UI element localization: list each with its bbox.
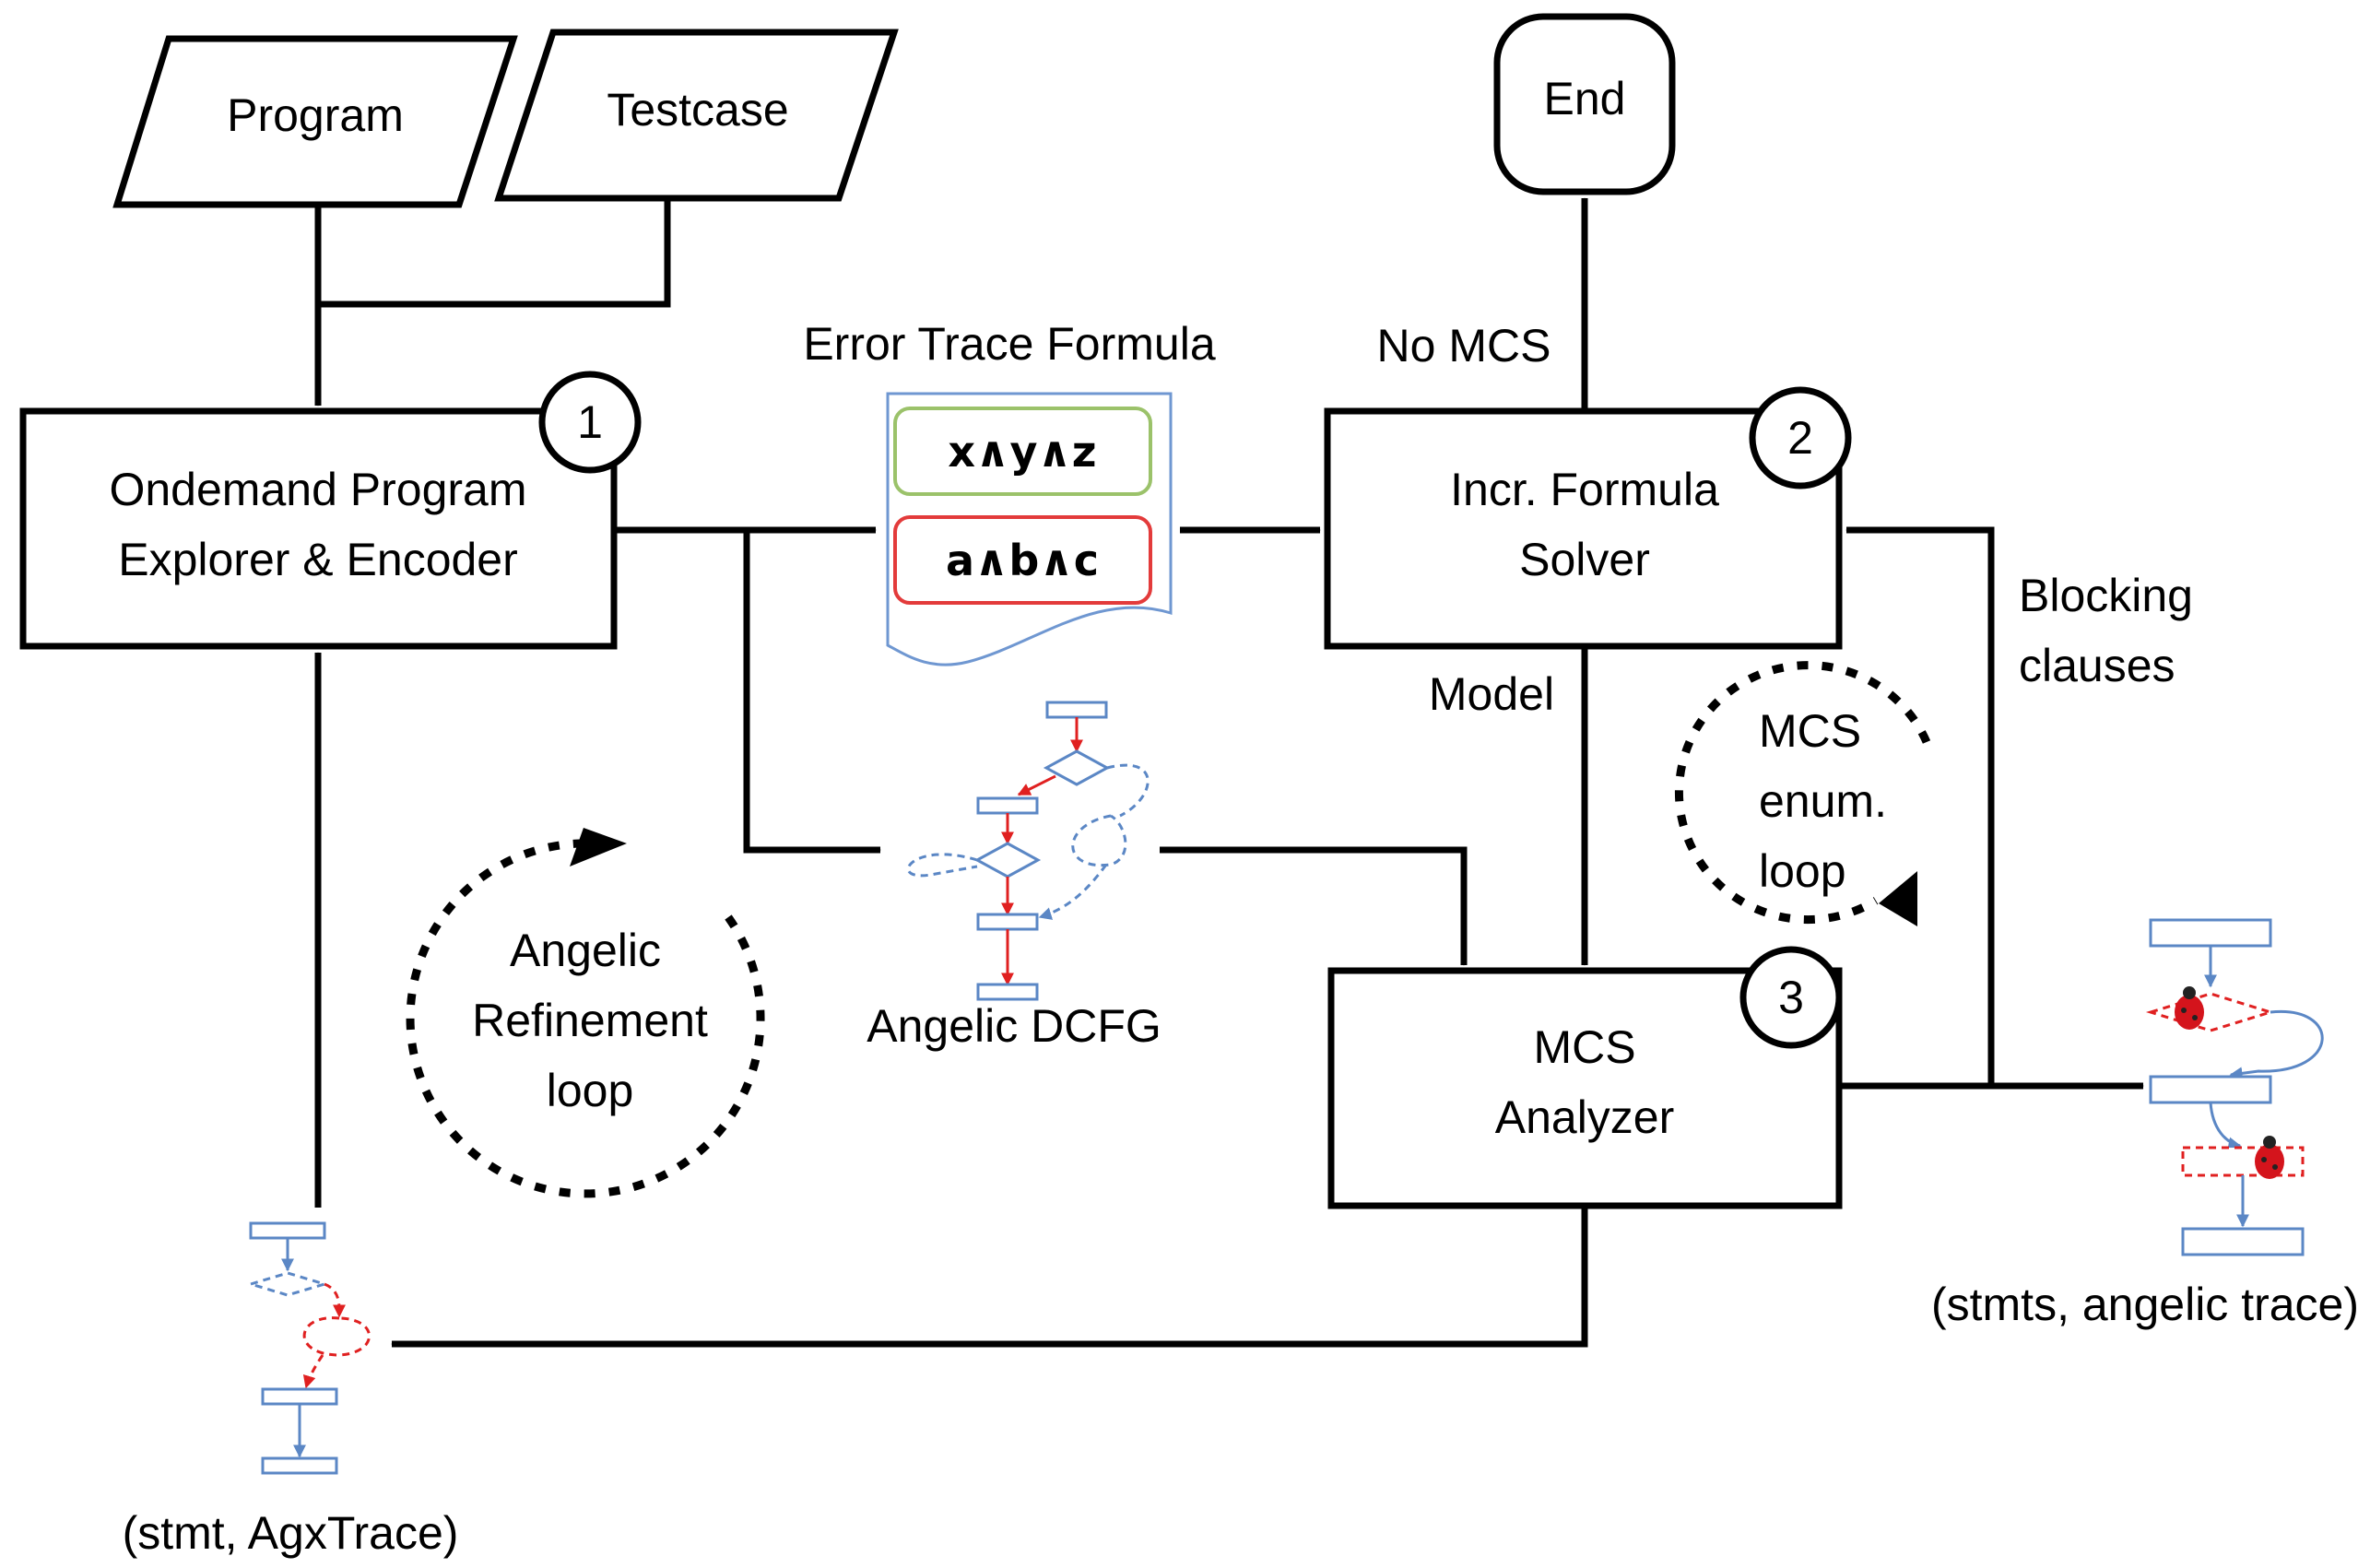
bug-icon	[2255, 1136, 2284, 1179]
step-3-badge	[1739, 946, 1843, 1049]
solver-title-2: Solver	[1519, 534, 1650, 585]
step-2-number: 2	[1787, 412, 1813, 464]
svg-text:a∧b∧c: a∧b∧c	[946, 536, 1099, 585]
stmt-agx-label: (stmt, AgxTrace)	[123, 1507, 459, 1559]
mcs-loop-line-1: MCS	[1759, 705, 1861, 757]
testcase-input: Testcase	[494, 29, 899, 202]
analyzer-feedback-arrow	[391, 1206, 1588, 1348]
bug-icon	[2175, 986, 2204, 1030]
explorer-box: Ondemand Program Explorer & Encoder 1	[19, 371, 642, 650]
mcs-enum-loop: MCS enum. loop	[1674, 661, 1931, 926]
blocking-label-2: clauses	[2019, 640, 2175, 691]
stmts-trace-label: (stmts, angelic trace)	[1931, 1279, 2359, 1330]
angelic-loop-line-3: loop	[547, 1065, 634, 1116]
testcase-label: Testcase	[607, 84, 788, 136]
input-connector	[314, 198, 671, 407]
program-label: Program	[227, 89, 404, 141]
step-2-badge	[1749, 386, 1852, 489]
analyzer-outputs	[1839, 526, 2144, 1090]
end-terminal: End	[1493, 13, 1676, 195]
program-input: Program	[112, 35, 518, 208]
formula-clause-1	[893, 407, 1152, 496]
explorer-outputs	[614, 526, 881, 854]
solver-box: Incr. Formula Solver 2	[1324, 386, 1852, 650]
analyzer-title-2: Analyzer	[1495, 1091, 1675, 1143]
formula-document: x∧y∧z a∧b∧c	[886, 392, 1173, 666]
step-1-badge	[538, 371, 642, 474]
model-label: Model	[1429, 668, 1554, 720]
solver-title-1: Incr. Formula	[1450, 464, 1719, 515]
dcfg-to-analyzer-arrow	[1160, 846, 1468, 966]
step-3-number: 3	[1778, 972, 1804, 1023]
mcs-loop-line-3: loop	[1759, 845, 1846, 897]
formula-title: Error Trace Formula	[803, 318, 1216, 370]
explorer-title-1: Ondemand Program	[109, 464, 526, 515]
explorer-title-2: Explorer & Encoder	[118, 534, 518, 585]
analyzer-title-1: MCS	[1533, 1021, 1635, 1073]
angelic-dcfg-label: Angelic DCFG	[867, 1000, 1161, 1052]
svg-text:x∧y∧z: x∧y∧z	[948, 427, 1096, 477]
mcs-loop-line-2: enum.	[1759, 775, 1887, 827]
angelic-refinement-loop: Angelic Refinement loop	[406, 828, 765, 1198]
agx-trace-graph	[245, 1221, 371, 1475]
angelic-trace-graph	[2145, 918, 2324, 1256]
formula-clause-2	[893, 515, 1152, 605]
blocking-label-1: Blocking	[2019, 570, 2193, 621]
analyzer-box: MCS Analyzer 3	[1327, 946, 1843, 1209]
angelic-dcfg-graph	[906, 701, 1150, 1001]
no-mcs-label: No MCS	[1377, 320, 1551, 371]
step-1-number: 1	[577, 396, 603, 448]
angelic-loop-line-2: Refinement	[472, 995, 708, 1046]
angelic-loop-line-1: Angelic	[510, 925, 661, 976]
end-label: End	[1544, 73, 1626, 124]
